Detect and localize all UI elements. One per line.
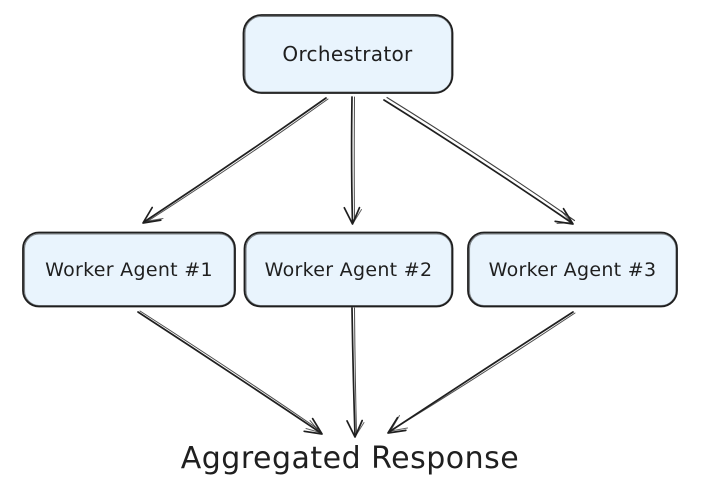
- node-box-orchestrator: [242, 14, 454, 94]
- node-box-worker-2: [243, 231, 454, 308]
- edge-worker-3-sink: [387, 311, 576, 434]
- edge-orchestrator-worker-1: [142, 97, 329, 224]
- node-box-worker-1: [22, 231, 236, 308]
- sink-label-aggregated-response: Aggregated Response: [180, 440, 520, 476]
- edge-worker-1-sink: [137, 310, 323, 435]
- node-box-worker-3: [467, 231, 678, 308]
- edge-orchestrator-worker-3: [383, 96, 576, 225]
- edge-worker-2-sink: [346, 307, 365, 438]
- edge-orchestrator-worker-2: [343, 96, 362, 225]
